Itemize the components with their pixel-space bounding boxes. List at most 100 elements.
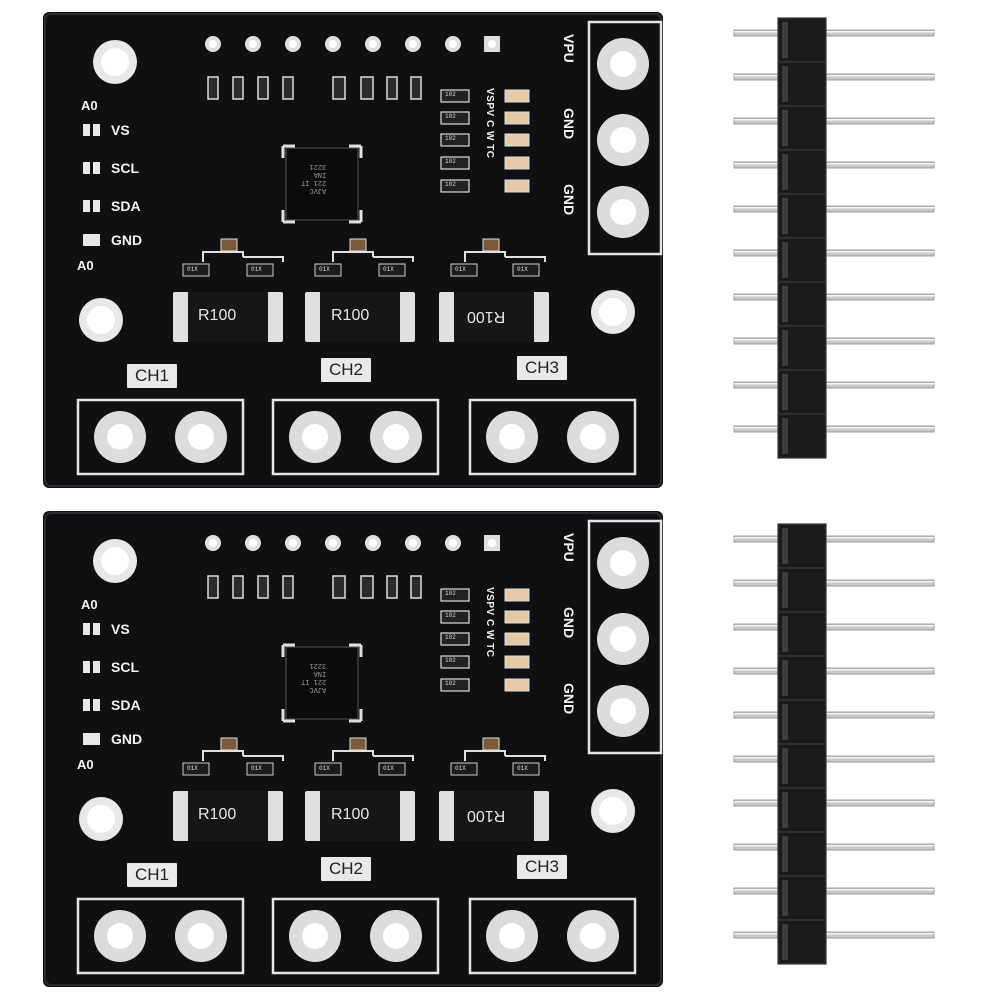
channel-label-ch1: CH1 — [127, 364, 178, 388]
address-label-top: A0 — [81, 597, 98, 612]
shunt-label-ch1: R100 — [198, 806, 237, 823]
resistor-code: 102 — [445, 91, 456, 98]
header-plastic-shine — [782, 242, 788, 278]
channel-label-ch1: CH1 — [127, 863, 178, 887]
signal-label-sda: SDA — [111, 697, 141, 713]
pin-header-2 — [733, 523, 935, 965]
header-plastic-shine — [782, 154, 788, 190]
resistor-code: 102 — [445, 612, 456, 619]
component-code: 01X — [319, 266, 330, 273]
header-pin — [733, 623, 935, 631]
channel-label-ch2: CH2 — [321, 358, 372, 382]
resistor-code: 102 — [445, 181, 456, 188]
shunt-label-ch1: R100 — [198, 307, 237, 324]
component-code: 01X — [383, 765, 394, 772]
pcb-board-1 — [43, 12, 663, 488]
header-pin — [733, 117, 935, 125]
header-plastic-shine — [782, 792, 788, 828]
header-pin-highlight — [734, 713, 934, 715]
ic-marking: AJVC 221 IT INA 3221 — [301, 661, 327, 693]
resistor-code: 102 — [445, 158, 456, 165]
header-pin-highlight — [734, 383, 934, 385]
header-plastic-shine — [782, 528, 788, 564]
header-pin-highlight — [734, 845, 934, 847]
component-code: 01X — [455, 266, 466, 273]
component-code: 01X — [383, 266, 394, 273]
signal-label-gnd: GND — [111, 731, 143, 747]
header-plastic-shine — [782, 330, 788, 366]
header-plastic-shine — [782, 66, 788, 102]
header-pin — [733, 293, 935, 301]
resistor-code: 102 — [445, 113, 456, 120]
power-label-gnd-1: GND — [561, 108, 577, 140]
ina3221-module-1: A0 VS SCL SDA GND A0 VPU GND GND VSPV C … — [43, 12, 663, 488]
header-pin — [733, 425, 935, 433]
shunt-label-ch2: R100 — [331, 806, 370, 823]
ina3221-module-2: A0 VS SCL SDA GND A0 VPU GND GND VSPV C … — [43, 511, 663, 987]
header-pin — [733, 843, 935, 851]
header-pin — [733, 205, 935, 213]
power-label-vpu: VPU — [561, 34, 577, 63]
header-pin-highlight — [734, 625, 934, 627]
signal-label-scl: SCL — [111, 160, 139, 176]
header-plastic-shine — [782, 110, 788, 146]
power-label-gnd-2: GND — [561, 184, 577, 216]
header-pin — [733, 337, 935, 345]
ic-marking: AJVC 221 IT INA 3221 — [301, 162, 327, 194]
signal-label-scl: SCL — [111, 659, 139, 675]
header-plastic-shine — [782, 880, 788, 916]
header-pin-highlight — [734, 801, 934, 803]
address-label-bottom: A0 — [77, 757, 94, 772]
header-plastic-shine — [782, 748, 788, 784]
header-plastic-shine — [782, 924, 788, 960]
header-pin — [733, 249, 935, 257]
channel-label-ch3: CH3 — [517, 855, 568, 879]
header-plastic-shine — [782, 418, 788, 454]
header-pin — [733, 73, 935, 81]
signal-label-sda: SDA — [111, 198, 141, 214]
header-pin-highlight — [734, 889, 934, 891]
channel-label-ch2: CH2 — [321, 857, 372, 881]
component-code: 01X — [517, 765, 528, 772]
header-plastic-shine — [782, 374, 788, 410]
header-pin-highlight — [734, 163, 934, 165]
header-pin-highlight — [734, 75, 934, 77]
header-pin — [733, 887, 935, 895]
header-pin-highlight — [734, 757, 934, 759]
component-code: 01X — [251, 765, 262, 772]
header-pin — [733, 579, 935, 587]
channel-label-ch3: CH3 — [517, 356, 568, 380]
component-code: 01X — [319, 765, 330, 772]
shunt-label-ch3: R100 — [467, 308, 506, 325]
header-pin-highlight — [734, 581, 934, 583]
resistor-code: 102 — [445, 135, 456, 142]
header-pin-highlight — [734, 295, 934, 297]
header-plastic-shine — [782, 616, 788, 652]
header-plastic-shine — [782, 572, 788, 608]
header-pin-highlight — [734, 119, 934, 121]
header-plastic-shine — [782, 198, 788, 234]
component-code: 01X — [251, 266, 262, 273]
header-pin-highlight — [734, 933, 934, 935]
resistor-code: 102 — [445, 590, 456, 597]
pcb-board-2 — [43, 511, 663, 987]
header-pin-highlight — [734, 207, 934, 209]
header-pin — [733, 755, 935, 763]
header-plastic-shine — [782, 836, 788, 872]
header-pin — [733, 161, 935, 169]
shunt-label-ch3: R100 — [467, 807, 506, 824]
header-plastic-shine — [782, 22, 788, 58]
power-label-vpu: VPU — [561, 533, 577, 562]
header-pin-highlight — [734, 31, 934, 33]
address-label-bottom: A0 — [77, 258, 94, 273]
header-pin-highlight — [734, 339, 934, 341]
header-pin-highlight — [734, 251, 934, 253]
header-pin — [733, 931, 935, 939]
header-plastic-shine — [782, 704, 788, 740]
header-plastic-shine — [782, 286, 788, 322]
resistor-code: 102 — [445, 680, 456, 687]
status-led-labels: VSPV C W TC — [484, 587, 495, 658]
resistor-code: 102 — [445, 657, 456, 664]
address-label-top: A0 — [81, 98, 98, 113]
shunt-label-ch2: R100 — [331, 307, 370, 324]
